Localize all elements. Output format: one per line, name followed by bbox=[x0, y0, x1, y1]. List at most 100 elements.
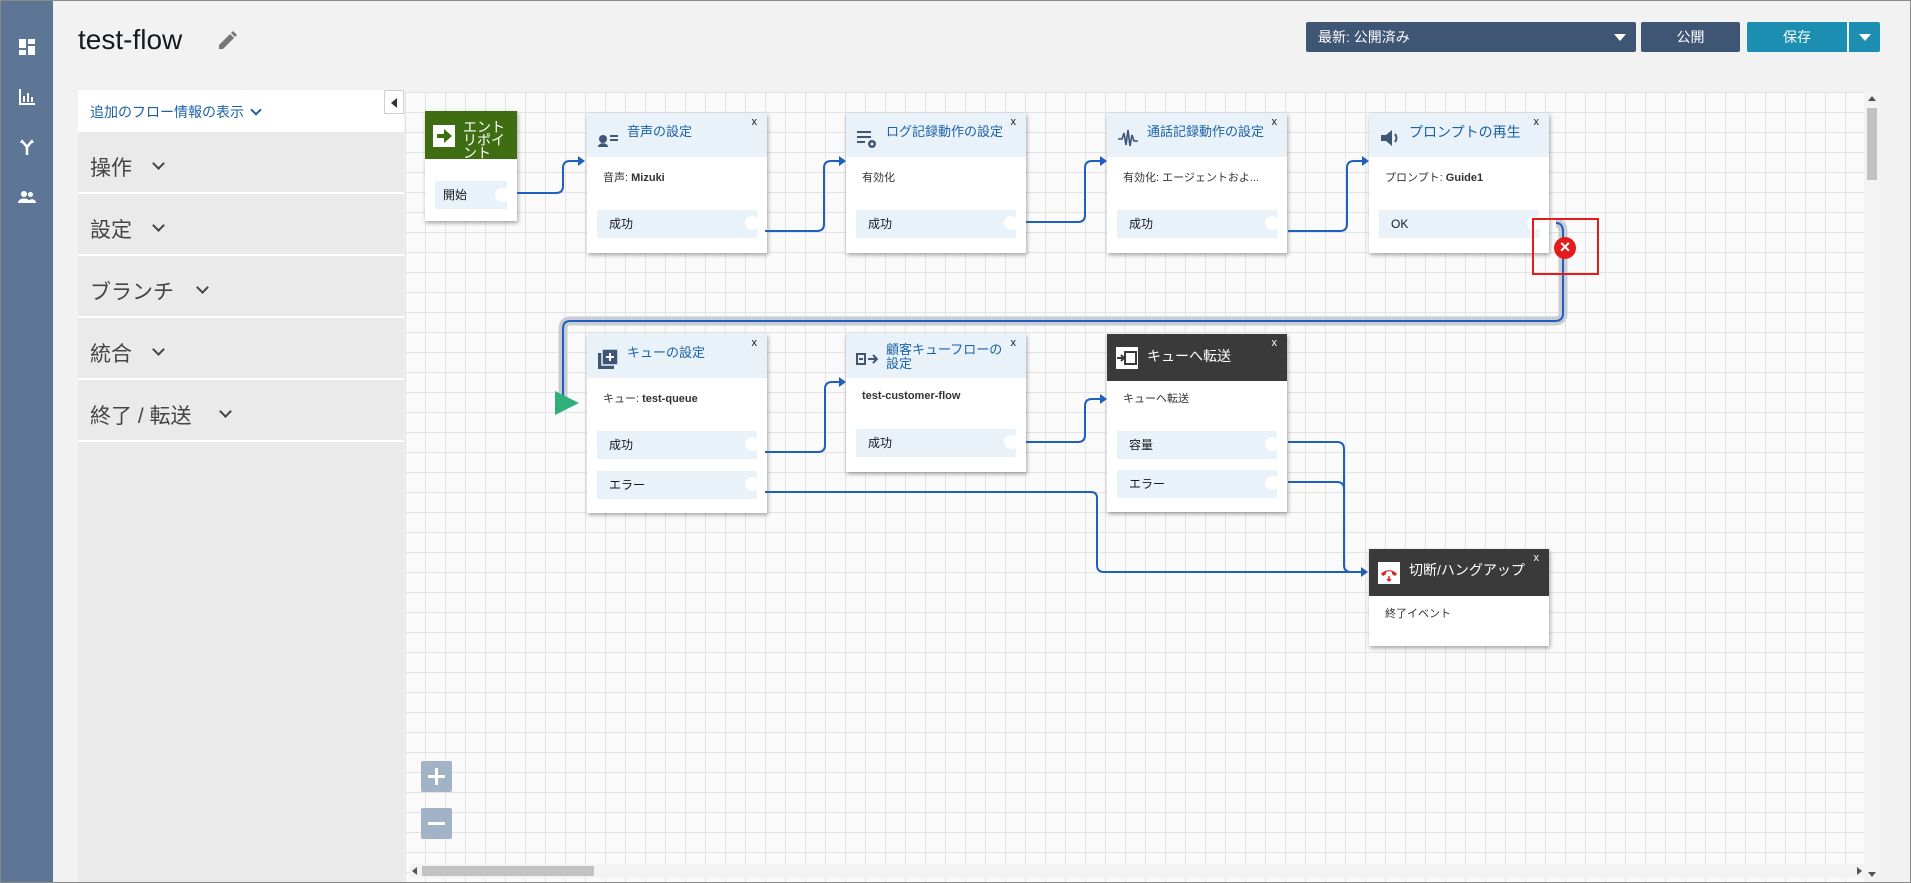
block-title: 音声の設定 bbox=[627, 124, 693, 139]
minus-icon bbox=[428, 822, 445, 825]
voice-icon bbox=[598, 135, 618, 147]
entry-point-block[interactable]: エントリポイント 開始 bbox=[425, 111, 517, 221]
save-button[interactable]: 保存 bbox=[1747, 22, 1847, 52]
version-select-label: 最新: 公開済み bbox=[1318, 29, 1410, 45]
scroll-down-icon[interactable] bbox=[1868, 872, 1876, 877]
category-interact[interactable]: 操作 bbox=[78, 134, 404, 194]
set-customer-queue-flow-block[interactable]: 顧客キューフローの設定 x test-customer-flow 成功 bbox=[846, 334, 1026, 472]
branch-label: エラー bbox=[1129, 477, 1166, 491]
output-port[interactable] bbox=[1004, 216, 1018, 230]
block-header: キューの設定 x bbox=[587, 334, 767, 378]
set-voice-block[interactable]: 音声の設定 x 音声: Mizuki 成功 bbox=[587, 113, 767, 253]
close-icon[interactable]: x bbox=[751, 116, 758, 128]
scroll-thumb[interactable] bbox=[422, 866, 594, 876]
queue-flow-icon bbox=[856, 353, 878, 365]
hangup-phone-icon bbox=[1378, 562, 1400, 584]
output-port[interactable] bbox=[1004, 435, 1018, 449]
output-port[interactable] bbox=[745, 477, 759, 491]
close-icon[interactable]: x bbox=[1271, 116, 1278, 128]
entry-point-title: エントリポイント bbox=[463, 119, 505, 159]
arrow-right-icon bbox=[433, 125, 455, 147]
transfer-queue-icon bbox=[1116, 347, 1138, 369]
category-label: 統合 bbox=[90, 343, 132, 366]
speaker-icon bbox=[1381, 130, 1398, 146]
close-icon[interactable]: x bbox=[751, 337, 758, 349]
output-port[interactable] bbox=[495, 188, 509, 202]
metrics-icon[interactable] bbox=[16, 88, 38, 110]
category-set[interactable]: 設定 bbox=[78, 196, 404, 256]
output-port[interactable] bbox=[1265, 216, 1279, 230]
scroll-up-icon[interactable] bbox=[1868, 96, 1876, 101]
branch-ok: OK bbox=[1379, 210, 1541, 238]
branch-label: 成功 bbox=[609, 438, 634, 452]
panel-header: 追加のフロー情報の表示 bbox=[78, 90, 404, 132]
play-prompt-block[interactable]: プロンプトの再生 x プロンプト: Guide1 OK bbox=[1369, 113, 1549, 253]
output-port[interactable] bbox=[745, 437, 759, 451]
nav-rail bbox=[0, 0, 53, 883]
branch-success: 成功 bbox=[1117, 210, 1279, 238]
edit-pencil-icon[interactable] bbox=[216, 30, 240, 54]
start-arrow-icon bbox=[555, 391, 579, 415]
block-title: プロンプトの再生 bbox=[1409, 124, 1521, 140]
close-icon[interactable]: x bbox=[1010, 116, 1017, 128]
category-label: 操作 bbox=[90, 157, 132, 180]
output-port[interactable] bbox=[1265, 476, 1279, 490]
branch-success: 成功 bbox=[856, 429, 1018, 457]
routing-icon[interactable] bbox=[16, 138, 38, 160]
branch-success: 成功 bbox=[856, 210, 1018, 238]
set-recording-block[interactable]: 通話記録動作の設定 x 有効化: エージェントおよ... 成功 bbox=[1107, 113, 1287, 253]
desc-value: test-queue bbox=[642, 393, 698, 405]
output-port[interactable] bbox=[1265, 437, 1279, 451]
users-icon[interactable] bbox=[16, 188, 38, 210]
chevron-down-icon bbox=[152, 343, 165, 356]
category-integrate[interactable]: 統合 bbox=[78, 320, 404, 380]
block-description: 有効化 bbox=[862, 172, 895, 184]
output-port[interactable] bbox=[745, 216, 759, 230]
block-header: 顧客キューフローの設定 x bbox=[846, 334, 1026, 378]
branch-success: 成功 bbox=[597, 210, 759, 238]
transfer-to-queue-block[interactable]: キューへ転送 x キューへ転送 容量 エラー bbox=[1107, 334, 1287, 512]
add-queue-icon bbox=[598, 348, 619, 369]
category-label: 終了 / 転送 bbox=[90, 405, 192, 428]
zoom-out-button[interactable] bbox=[421, 808, 452, 839]
zoom-in-button[interactable] bbox=[421, 761, 452, 792]
block-description: 音声: Mizuki bbox=[603, 169, 665, 185]
scroll-right-icon[interactable] bbox=[1857, 867, 1862, 875]
waveform-icon bbox=[1118, 129, 1138, 147]
block-header: 通話記録動作の設定 x bbox=[1107, 113, 1287, 157]
save-options-button[interactable] bbox=[1849, 22, 1880, 52]
close-icon[interactable]: x bbox=[1533, 552, 1540, 564]
chevron-down-icon bbox=[152, 157, 165, 170]
branch-label: 成功 bbox=[609, 217, 634, 231]
chevron-down-icon bbox=[1859, 34, 1871, 41]
vertical-scrollbar[interactable] bbox=[1864, 92, 1880, 883]
branch-error: エラー bbox=[597, 471, 759, 499]
close-icon[interactable]: x bbox=[1533, 116, 1540, 128]
branch-label: 開始 bbox=[443, 188, 468, 202]
block-title: ログ記録動作の設定 bbox=[886, 124, 1004, 139]
close-icon[interactable]: x bbox=[1271, 337, 1278, 349]
delete-connection-icon[interactable]: × bbox=[1554, 237, 1576, 259]
set-queue-block[interactable]: キューの設定 x キュー: test-queue 成功 エラー bbox=[587, 334, 767, 513]
horizontal-scrollbar[interactable] bbox=[410, 864, 1864, 878]
category-branch[interactable]: ブランチ bbox=[78, 258, 404, 318]
disconnect-block[interactable]: 切断/ハングアップ x 終了イベント bbox=[1369, 549, 1549, 646]
category-terminate-transfer[interactable]: 終了 / 転送 bbox=[78, 382, 404, 442]
entry-point-header: エントリポイント bbox=[425, 111, 517, 159]
dashboard-icon[interactable] bbox=[16, 38, 38, 60]
close-icon[interactable]: x bbox=[1010, 337, 1017, 349]
block-description: test-customer-flow bbox=[862, 390, 961, 402]
block-header: 音声の設定 x bbox=[587, 113, 767, 157]
version-select[interactable]: 最新: 公開済み bbox=[1306, 22, 1636, 52]
collapse-panel-button[interactable] bbox=[384, 90, 404, 114]
block-description: 終了イベント bbox=[1385, 608, 1451, 620]
branch-label: OK bbox=[1391, 217, 1409, 231]
scroll-thumb[interactable] bbox=[1867, 108, 1877, 180]
branch-label: 容量 bbox=[1129, 438, 1154, 452]
block-description: キュー: test-queue bbox=[603, 390, 698, 406]
set-logging-block[interactable]: ログ記録動作の設定 x 有効化 成功 bbox=[846, 113, 1026, 253]
publish-button[interactable]: 公開 bbox=[1641, 22, 1740, 52]
more-flow-info-link[interactable]: 追加のフロー情報の表示 bbox=[90, 102, 262, 122]
flow-title: test-flow bbox=[78, 24, 183, 55]
scroll-left-icon[interactable] bbox=[412, 867, 417, 875]
